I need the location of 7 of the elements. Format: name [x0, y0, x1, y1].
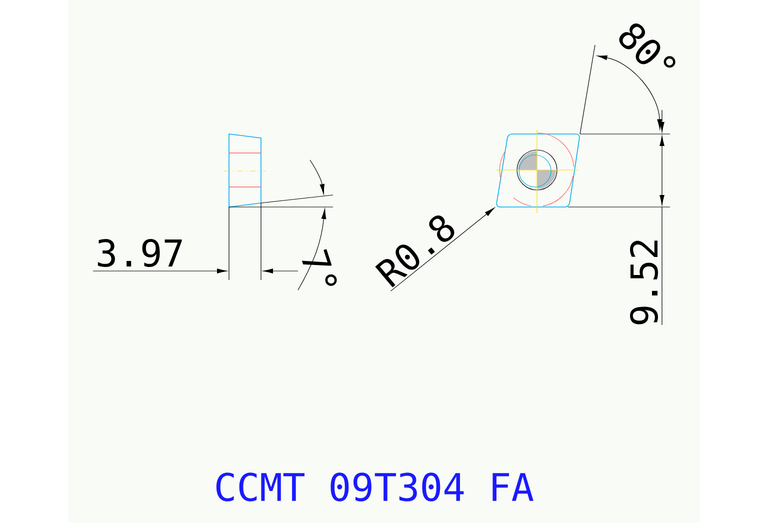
dimension-label: 3.97	[98, 239, 182, 267]
dimension-label: 80°	[619, 23, 676, 68]
leader-line	[390, 208, 494, 292]
dimension-label: 7°	[302, 249, 337, 286]
dimension-label: 9.52	[630, 240, 658, 324]
insert-top-view-drawing	[496, 130, 580, 214]
title: CCMT 09T304 FA	[216, 472, 534, 502]
